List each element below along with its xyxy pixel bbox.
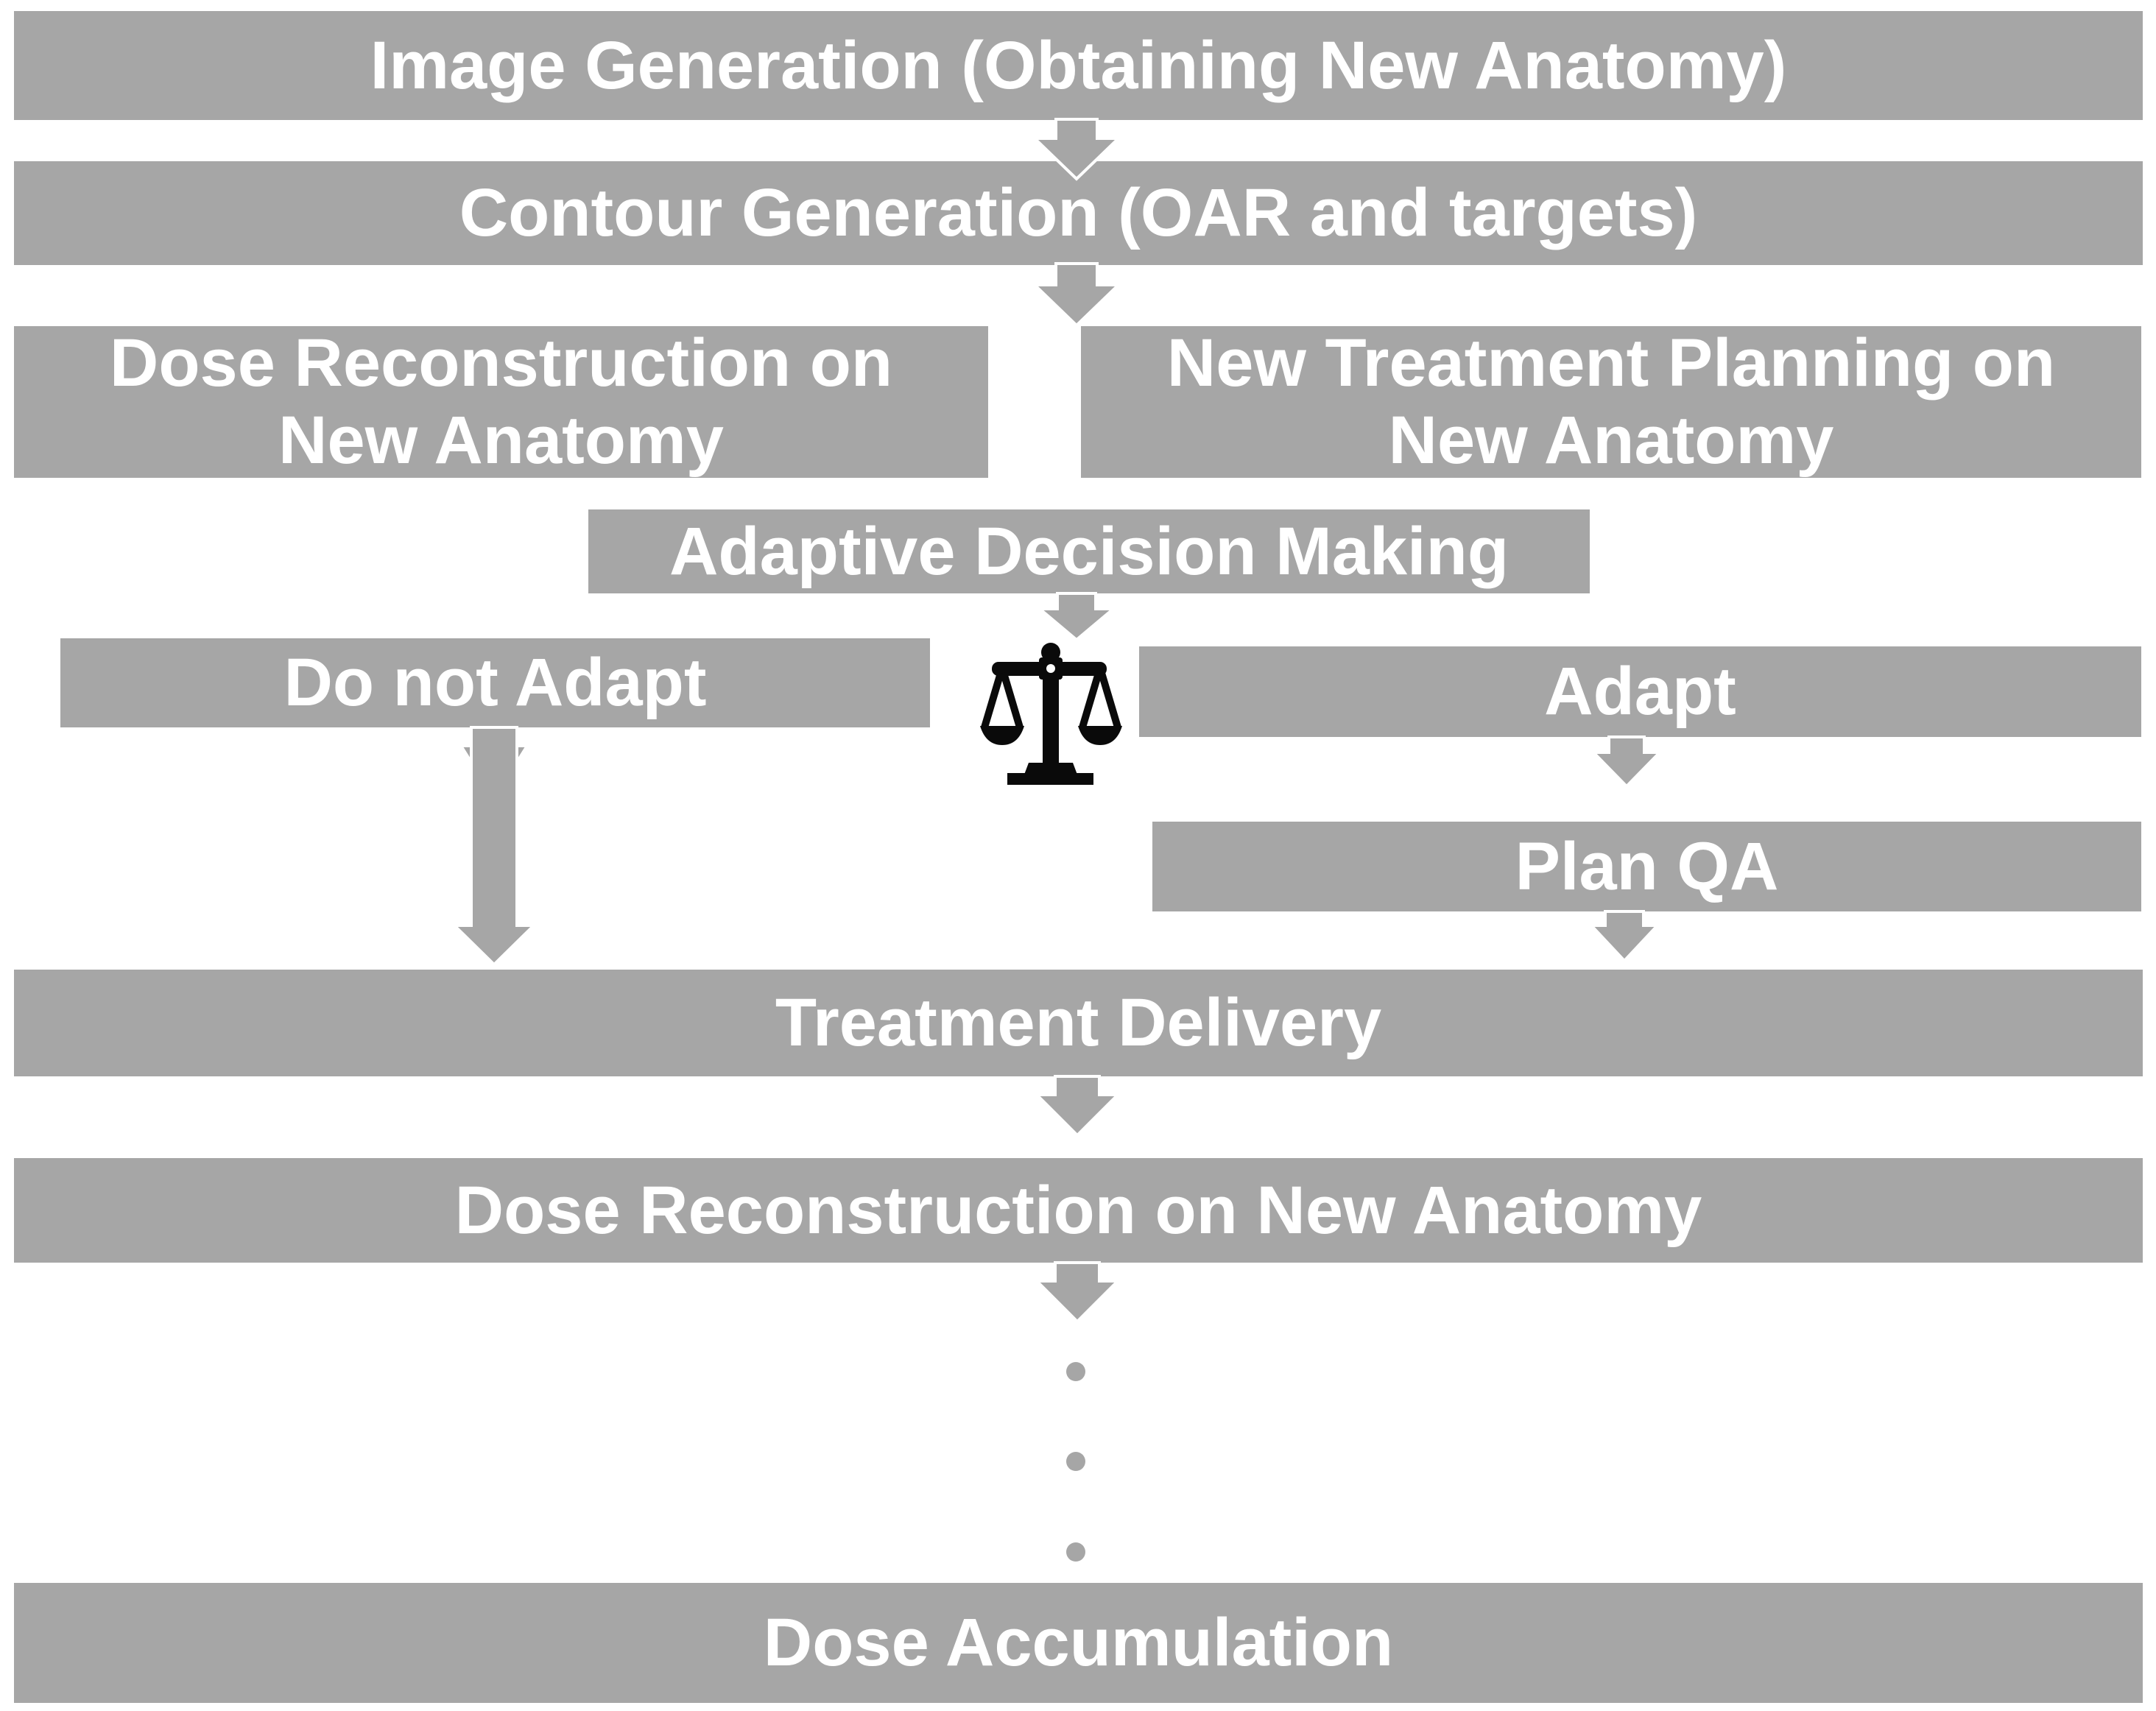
arrow-down-7 xyxy=(1033,1261,1121,1324)
arrow-down-3 xyxy=(1035,592,1118,642)
node-dose-accumulation: Dose Accumulation xyxy=(14,1583,2143,1703)
node-dose-reconstruction-full: Dose Reconstruction on New Anatomy xyxy=(14,1158,2143,1263)
node-treatment-delivery: Treatment Delivery xyxy=(14,970,2143,1076)
node-plan-qa: Plan QA xyxy=(1152,822,2141,911)
ellipsis-dot xyxy=(1066,1452,1085,1471)
arrow-adapt-to-plan-qa xyxy=(1590,735,1663,789)
arrow-plan-qa-down xyxy=(1588,910,1661,963)
arrow-down-2 xyxy=(1031,262,1122,328)
balance-scale-icon xyxy=(980,643,1122,785)
ellipsis-dot xyxy=(1066,1542,1085,1562)
node-adaptive-decision-making: Adaptive Decision Making xyxy=(588,509,1590,593)
arrow-do-not-adapt-upper xyxy=(458,726,530,802)
node-adapt: Adapt xyxy=(1139,646,2141,737)
node-do-not-adapt: Do not Adapt xyxy=(60,638,930,727)
node-new-treatment-planning: New Treatment Planning on New Anatomy xyxy=(1081,325,2141,478)
arrow-down-6 xyxy=(1033,1075,1121,1137)
node-contour-generation: Contour Generation (OAR and targets) xyxy=(14,161,2143,265)
node-dose-reconstruction-side: Dose Reconstruction on New Anatomy xyxy=(14,325,988,478)
ellipsis-dot xyxy=(1066,1362,1085,1381)
arrow-do-not-adapt-long xyxy=(451,726,538,967)
node-image-generation: Image Generation (Obtaining New Anatomy) xyxy=(14,11,2143,120)
